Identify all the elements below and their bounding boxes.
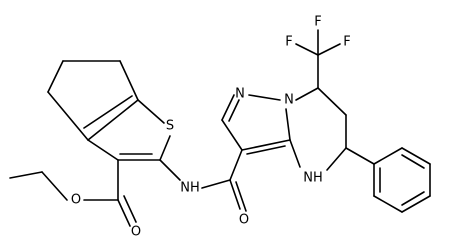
bond (47, 91, 89, 141)
bond (295, 87, 319, 101)
bonds (9, 29, 431, 227)
atom-labels: S O O NH O N N NH F F F (71, 15, 351, 240)
atom-label-fluorine-left: F (285, 35, 292, 50)
bond (229, 179, 241, 210)
bond (119, 60, 139, 101)
atom-label-oxygen-ester-double: O (131, 225, 141, 240)
bond (228, 99, 240, 122)
bond (159, 135, 171, 161)
atom-label-nitrogen-pyrazole-2: N (284, 93, 294, 108)
bond (401, 154, 425, 169)
bond (317, 87, 347, 116)
bond (117, 199, 131, 227)
bond (87, 139, 119, 161)
atom-label-amide-nh: NH (180, 181, 200, 196)
atom-label-oxygen-ester-single: O (71, 193, 81, 208)
bond (248, 94, 281, 101)
atom-label-oxygen-amide: O (239, 213, 249, 228)
bond (221, 94, 235, 121)
bond (9, 171, 43, 179)
bond (401, 147, 431, 165)
bond (373, 147, 403, 165)
atom-label-ring-nh: NH (303, 171, 323, 186)
bond (201, 179, 231, 189)
atom-label-fluorine-right: F (343, 35, 350, 50)
bond (295, 43, 319, 56)
bond (401, 191, 425, 206)
atom-label-sulfur: S (166, 119, 174, 134)
bond (221, 119, 243, 151)
bond (229, 149, 243, 181)
bond (289, 139, 301, 168)
bond (159, 159, 181, 181)
bond (401, 195, 431, 213)
atom-label-nitrogen-pyrazole-1: N (235, 87, 245, 102)
bond (345, 147, 375, 165)
bond (137, 99, 165, 124)
bond (235, 181, 247, 212)
atom-label-fluorine-top: F (314, 15, 321, 30)
bond (47, 60, 64, 93)
bond (285, 108, 291, 141)
bond (41, 171, 68, 201)
bond (83, 95, 133, 129)
bond (246, 145, 286, 155)
bond (87, 99, 139, 141)
bond (123, 195, 137, 223)
bond (326, 147, 347, 171)
bond (241, 139, 291, 151)
bond (373, 195, 403, 213)
bond (317, 43, 341, 56)
